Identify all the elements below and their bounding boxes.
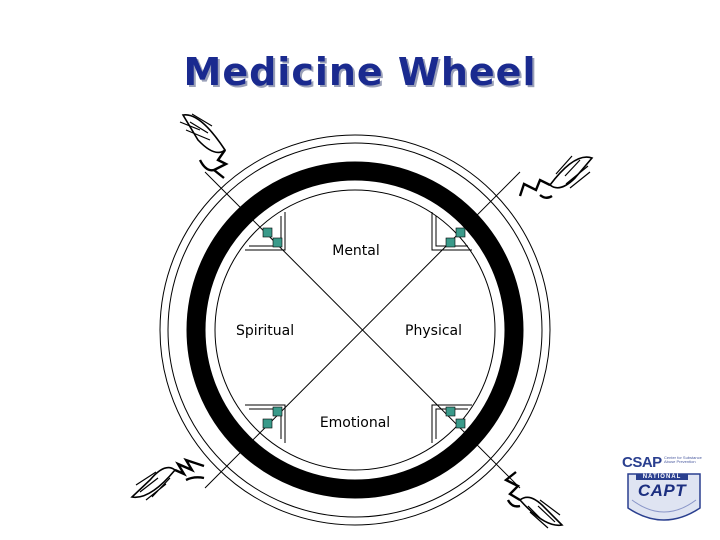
corner-ornament-top-left (245, 212, 286, 251)
feather-icon-bottom-right (503, 471, 564, 529)
quadrant-label-physical: Physical (405, 323, 462, 339)
feather-icon-bottom-left (130, 457, 205, 501)
feather-icon-top-left (179, 113, 229, 179)
corner-ornament-bottom-right (431, 404, 472, 443)
page-title: Medicine Wheel (183, 50, 537, 94)
csap-capt-logo: CSAP Center for Substance Abuse Preventi… (616, 452, 712, 534)
logo-capt-text: CAPT (637, 481, 687, 500)
outer-thin-ring-2 (167, 142, 543, 518)
logo-national-text: NATIONAL (636, 474, 688, 480)
logo-csap-subtext: Center for Substance Abuse Prevention (664, 455, 702, 464)
feather-icon-top-right (518, 155, 594, 199)
logo-badge-shape (627, 473, 701, 521)
inner-ring (214, 189, 496, 471)
logo-csap-text: CSAP (622, 454, 662, 471)
thick-black-ring (186, 161, 524, 499)
quadrant-label-mental: Mental (332, 243, 380, 259)
outer-thin-ring-1 (159, 134, 551, 526)
diagonal-line-ne-sw (204, 171, 521, 489)
quadrant-label-spiritual: Spiritual (236, 323, 294, 339)
quadrant-label-emotional: Emotional (320, 415, 390, 431)
corner-ornament-bottom-left (245, 404, 286, 443)
corner-ornament-top-right (431, 212, 472, 251)
